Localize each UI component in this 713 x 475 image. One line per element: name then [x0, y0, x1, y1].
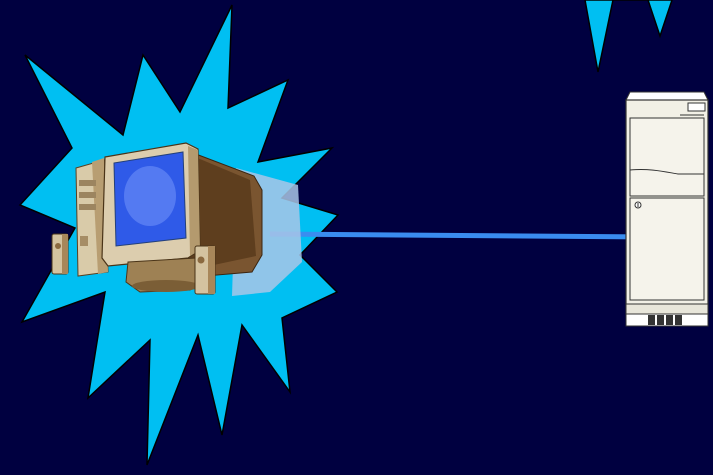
- left-speaker: [52, 234, 68, 274]
- server-tower-icon: [626, 92, 708, 326]
- network-link-line: [270, 234, 651, 237]
- right-speaker: [195, 246, 215, 294]
- screen-glow: [124, 166, 176, 226]
